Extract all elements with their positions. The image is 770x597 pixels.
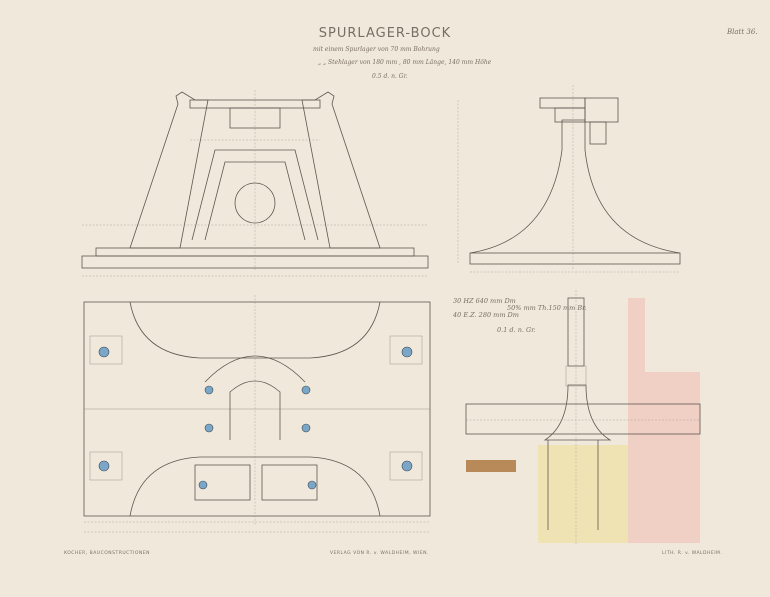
- footer-publisher: VERLAG VON R. v. WALDHEIM, WIEN.: [330, 551, 429, 556]
- detail-note-1: 30 HZ 640 mm Dm: [453, 297, 516, 305]
- drawing-title: SPURLAGER-BOCK: [318, 26, 452, 41]
- sheet-number: Blatt 36.: [727, 28, 758, 36]
- detail-scale-note: 0.1 d. n. Gr.: [497, 326, 536, 334]
- installation-detail: [465, 290, 701, 545]
- bolt-holes: [98, 346, 413, 490]
- subtitle-line-1: mit einem Spurlager von 70 mm Bohrung: [313, 46, 440, 53]
- detail-note-brace: 50% mm Th.150 mm Br.: [507, 304, 587, 312]
- subtitle-line-2: „ „ Stehlager von 180 mm , 80 mm Länge, …: [318, 59, 492, 66]
- side-elevation: [457, 85, 681, 273]
- footer-lithographer: LITH. R. v. WALDHEIM.: [662, 551, 723, 556]
- plan-view: [83, 295, 431, 533]
- front-elevation: [81, 90, 429, 277]
- detail-note-2: 40 E.Z. 280 mm Dm: [453, 311, 519, 319]
- scale-note: 0.5 d. n. Gr.: [372, 73, 408, 80]
- footer-left: KOCHER, BAUCONSTRUCTIONEN: [64, 551, 150, 556]
